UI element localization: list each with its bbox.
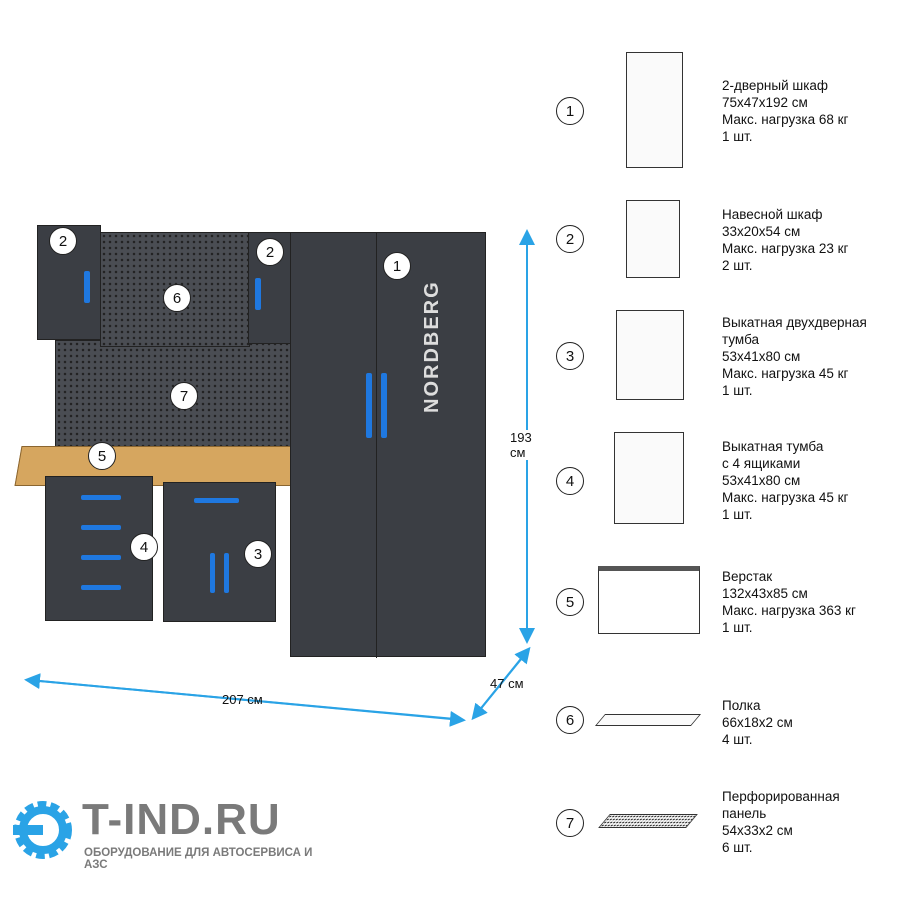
t-ind-logo: T-IND.RU ОБОРУДОВАНИЕ ДЛЯ АВТОСЕРВИСА И … xyxy=(8,795,328,871)
item-6-number: 6 xyxy=(556,706,584,734)
item-7-thumbnail xyxy=(598,814,698,828)
logo-tagline: ОБОРУДОВАНИЕ ДЛЯ АВТОСЕРВИСА И АЗС xyxy=(84,847,313,871)
callout-6: 6 xyxy=(163,284,191,312)
item-4-thumbnail xyxy=(614,432,684,524)
item-3-thumbnail xyxy=(616,310,684,400)
callout-3: 3 xyxy=(244,540,272,568)
callout-7: 7 xyxy=(170,382,198,410)
depth-dimension: 47 см xyxy=(490,676,524,691)
width-dimension: 207 см xyxy=(222,692,263,707)
dimension-arrows xyxy=(24,229,535,727)
item-1-number: 1 xyxy=(556,97,584,125)
callout-2b: 2 xyxy=(256,238,284,266)
item-7-number: 7 xyxy=(556,809,584,837)
item-6-thumbnail xyxy=(594,714,702,726)
item-2-number: 2 xyxy=(556,225,584,253)
item-5-number: 5 xyxy=(556,588,584,616)
callout-4: 4 xyxy=(130,533,158,561)
gear-wrench-icon xyxy=(13,801,72,859)
height-dimension: 193 см xyxy=(510,430,540,460)
item-3-number: 3 xyxy=(556,342,584,370)
item-1-thumbnail xyxy=(626,52,683,168)
item-2-thumbnail xyxy=(626,200,680,278)
callout-2: 2 xyxy=(49,227,77,255)
tall-cabinet: NORDBERG xyxy=(290,232,486,658)
callout-5: 5 xyxy=(88,442,116,470)
item-5-thumbnail xyxy=(598,566,700,634)
logo-name: T-IND.RU xyxy=(82,795,281,844)
workbench-illustration: NORDBERG 1 2 2 3 4 5 6 7 193 см 207 см 4… xyxy=(0,0,540,740)
item-4-number: 4 xyxy=(556,467,584,495)
callout-1: 1 xyxy=(383,252,411,280)
